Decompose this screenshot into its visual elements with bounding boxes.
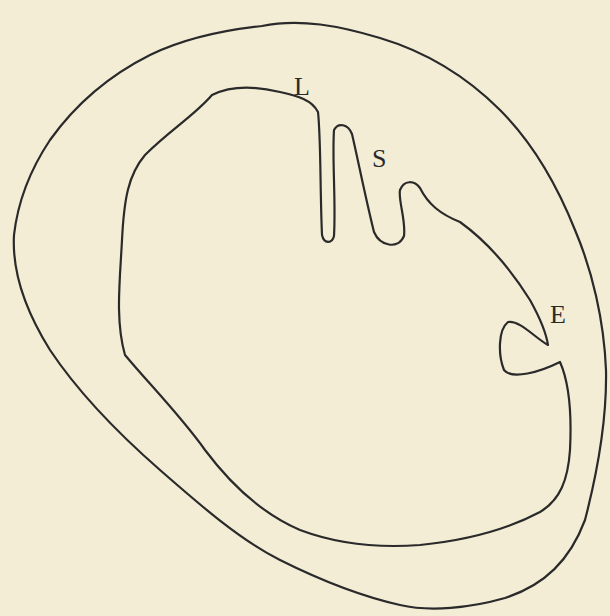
inner-outline xyxy=(119,88,571,546)
part-letter: S xyxy=(372,146,386,172)
part-letter: L xyxy=(294,74,310,100)
outer-outline xyxy=(14,23,606,609)
part-letter: E xyxy=(550,302,566,328)
